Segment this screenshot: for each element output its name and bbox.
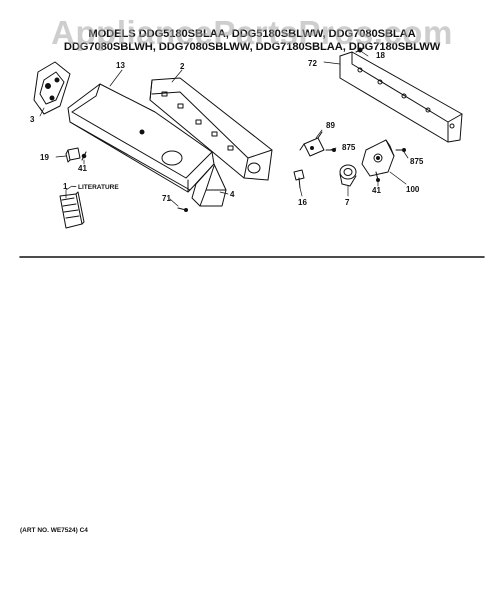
part-875-screw-right: [395, 148, 406, 152]
part-72-rear-panel: [339, 51, 463, 143]
label-41-right: 41: [372, 186, 381, 195]
label-72: 72: [308, 59, 317, 68]
art-number: (ART NO. WE7524) C4: [20, 527, 88, 534]
label-13: 13: [116, 61, 125, 70]
label-16: 16: [298, 198, 307, 207]
part-18-screw: [355, 47, 365, 53]
label-3: 3: [30, 115, 35, 124]
part-71-screw: [177, 207, 188, 212]
models-title-line-1: MODELS DDG5180SBLAA, DDG5180SBLWW, DDG70…: [88, 28, 416, 40]
part-16-button: [293, 169, 305, 189]
part-7-knob: [339, 164, 357, 187]
label-4: 4: [230, 190, 235, 199]
part-1-literature: [59, 191, 85, 229]
label-89: 89: [326, 121, 335, 130]
part-89-switch: [299, 131, 325, 157]
models-title-line-2: DDG7080SBLWH, DDG7080SBLWW, DDG7180SBLAA…: [63, 41, 441, 53]
label-875-right: 875: [410, 157, 424, 166]
watermark-text: AppliancePartsPros.com: [51, 14, 453, 51]
part-2-control-bracket: [149, 77, 273, 181]
part-100-timer: [361, 139, 395, 177]
label-71: 71: [162, 194, 171, 203]
label-100: 100: [406, 185, 420, 194]
part-41-screw-left: [81, 151, 87, 161]
part-19-knob: [65, 147, 81, 163]
part-labels: 13 2 3 19 41 1 – LITERATURE 71 4 18 72 8…: [30, 51, 424, 207]
part-4-end-cap: [191, 163, 227, 207]
label-literature-text: LITERATURE: [78, 184, 119, 191]
part-13-console: [67, 83, 215, 193]
label-1: 1: [63, 182, 68, 191]
label-2: 2: [180, 62, 185, 71]
label-19: 19: [40, 153, 49, 162]
part-3-end-cap: [33, 61, 71, 115]
label-18: 18: [376, 51, 385, 60]
label-literature: –: [72, 182, 77, 191]
label-875-left: 875: [342, 143, 356, 152]
part-41-screw-right: [375, 171, 380, 182]
label-7: 7: [345, 198, 350, 207]
label-41-left: 41: [78, 164, 87, 173]
leader-lines: [39, 51, 409, 207]
